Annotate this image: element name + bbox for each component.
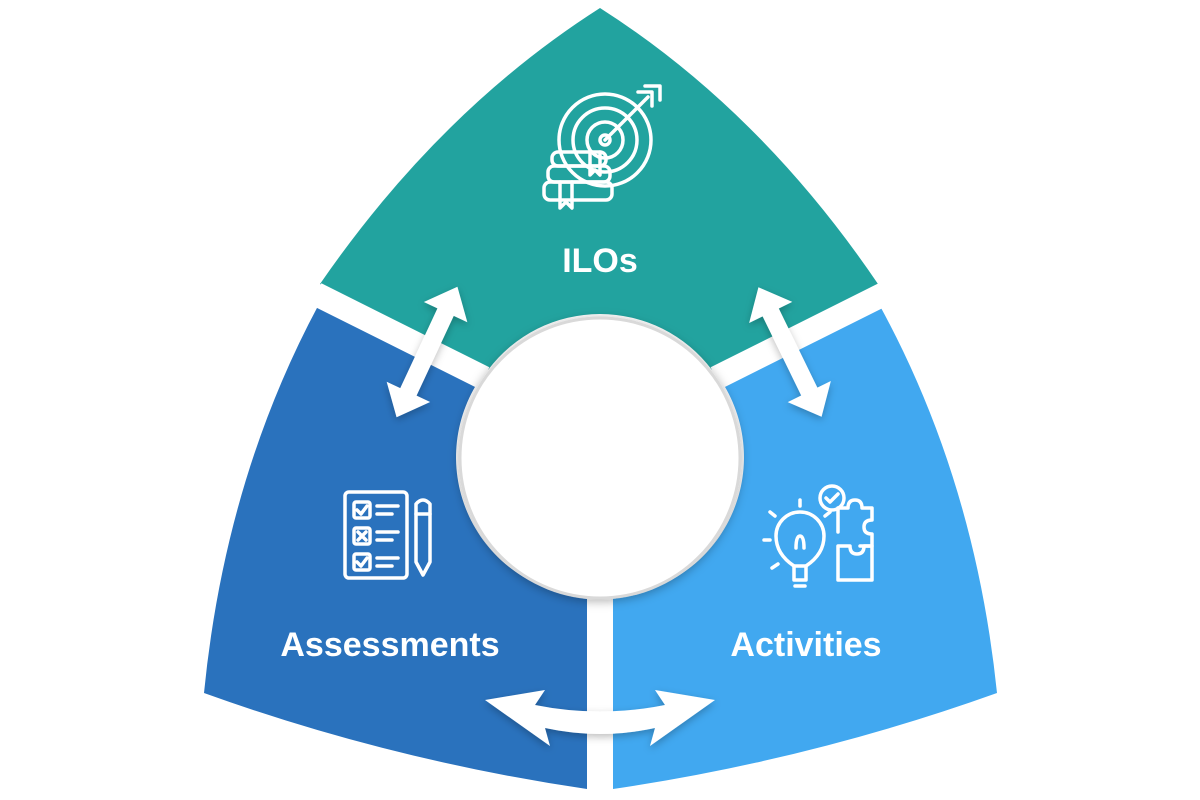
target-arrow-books-icon — [542, 84, 662, 210]
lightbulb-puzzle-icon — [762, 484, 874, 588]
label-ilos: ILOs — [562, 242, 638, 280]
segment-assessments — [204, 306, 587, 789]
label-activities: Activities — [730, 626, 881, 664]
label-assessments: Assessments — [280, 626, 499, 664]
divider-left — [310, 283, 490, 389]
checklist-pencil-icon — [343, 490, 432, 580]
arrow-assessments-activities — [485, 690, 715, 746]
center-circle — [458, 316, 742, 600]
segment-ilos — [320, 8, 878, 370]
arrow-ilos-assessments — [386, 286, 468, 418]
divider-right — [710, 283, 890, 389]
arrow-ilos-activities — [749, 287, 831, 417]
